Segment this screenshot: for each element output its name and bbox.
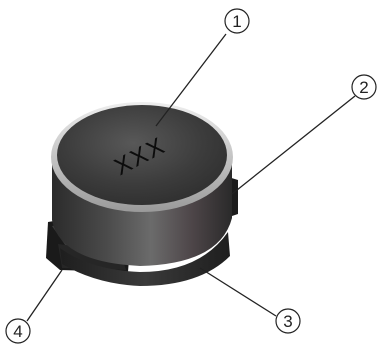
leader-line-1	[155, 33, 227, 127]
callout-1: 1	[224, 8, 250, 34]
base-flange	[60, 232, 230, 286]
leader-line-2	[231, 95, 356, 195]
callout-4: 4	[5, 318, 31, 344]
callout-3: 3	[275, 308, 301, 334]
leader-line-4	[26, 269, 63, 322]
callout-label: 2	[359, 78, 368, 97]
callout-circle	[351, 74, 377, 100]
callout-circle	[275, 308, 301, 334]
callout-circle	[224, 8, 250, 34]
top-cap	[57, 105, 227, 205]
callout-label: 1	[232, 12, 241, 31]
callout-2: 2	[351, 74, 377, 100]
leader-line-3	[199, 267, 277, 317]
callout-label: 4	[13, 322, 22, 341]
callout-label: 3	[283, 312, 292, 331]
callout-circle	[5, 318, 31, 344]
